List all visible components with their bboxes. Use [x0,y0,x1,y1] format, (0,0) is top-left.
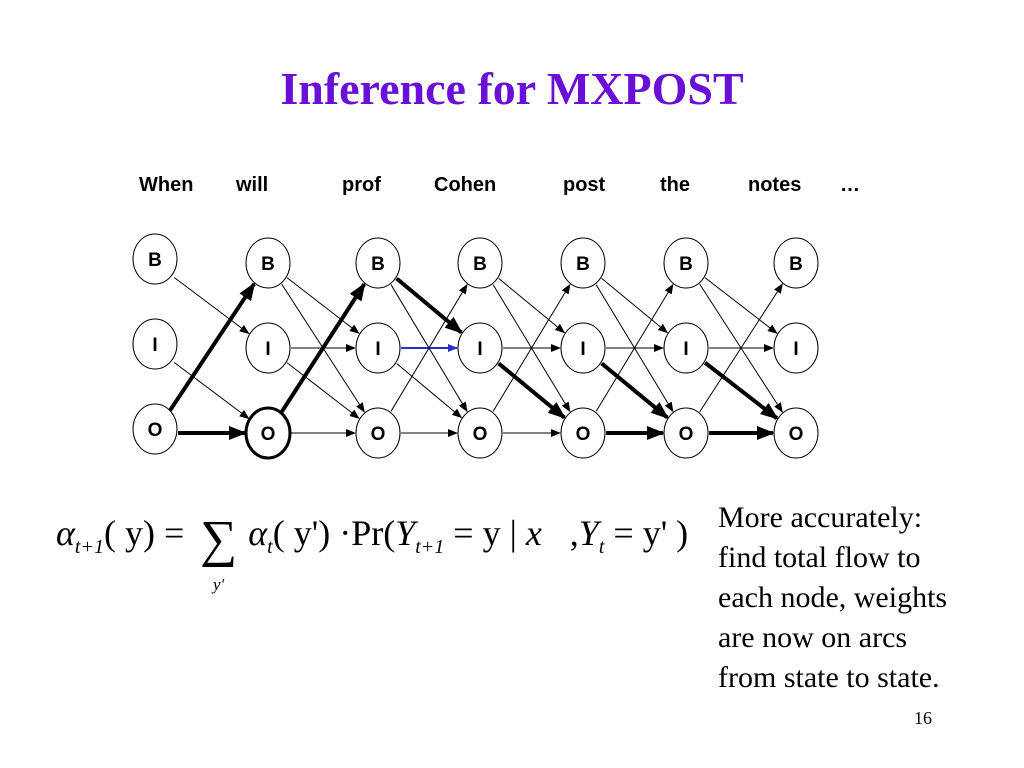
state-label-b-0: B [148,250,162,271]
state-node-i-1 [245,322,291,374]
state-node-i-4 [560,322,606,374]
state-label-o-1: O [261,424,276,445]
state-node-i-0 [132,318,178,370]
transition-arrow-O2-B3 [390,283,468,412]
state-label-b-2: B [371,254,385,275]
state-node-i-6 [773,322,819,374]
note-line: find total flow to [718,541,921,574]
transition-arrow-I2-O3 [396,363,463,419]
state-label-i-3: I [477,339,482,360]
transition-arrow-B0-I1 [173,277,250,335]
transition-arrow-I1-O2 [286,362,360,419]
note-line: from state to state. [718,661,940,694]
state-node-i-3 [457,322,503,374]
state-label-b-3: B [473,254,487,275]
state-label-b-4: B [576,254,590,275]
word-cohen: Cohen [434,174,497,196]
formula-dot: · [339,513,352,553]
state-node-b-5 [663,237,709,289]
formula-y1: Y [395,513,416,553]
transition-arrow-O0-B1 [167,282,256,414]
formula-x-vector: x⃗ [525,513,570,553]
formula-lhs-alpha: α [56,513,75,553]
page-number: 16 [914,708,932,728]
state-node-o-6 [773,407,819,459]
transition-arrow-B3-I4 [498,278,566,334]
word-notes: notes [748,174,802,196]
formula-sum-sub: y' [213,575,225,594]
note-line: are now on arcs [718,621,908,654]
word-when: When [139,174,194,196]
word-prof: prof [342,174,381,196]
state-label-i-0: I [152,335,157,356]
formula-rhs-sub: t [267,536,273,559]
transition-arrow-B5-I6 [704,277,778,334]
state-node-b-3 [457,237,503,289]
state-node-o-0 [132,403,178,455]
formula-rhs-alpha: α [248,513,268,553]
state-node-b-4 [560,237,606,289]
state-node-o-5 [663,407,709,459]
state-node-b-0 [132,233,178,285]
state-node-b-2 [355,237,401,289]
transition-arrow-I5-O6 [703,361,779,420]
forward-formula: αt+1( y) = αt( y') ·Pr(Yt+1 = y | x⃗,Yt … [56,512,688,559]
state-label-o-4: O [576,424,591,445]
word-ellipsis: … [840,174,860,196]
formula-lhs-sub: t+1 [74,536,104,559]
state-label-o-0: O [148,420,163,441]
transition-arrow-B1-I2 [286,277,360,334]
state-node-i-2 [355,322,401,374]
note-line: each node, weights [718,581,948,614]
formula-y1-sub: t+1 [415,536,445,559]
transition-arrow-O3-B4 [492,283,571,412]
word-post: post [563,174,606,196]
state-node-b-1 [245,237,291,289]
trellis-nodes: B I O B I O B I O B I O B I O B I O B I O [132,233,819,460]
slide-title: Inference for MXPOST [280,63,744,114]
formula-pr: Pr( [351,513,396,553]
transition-arrow-B4-I5 [601,278,669,334]
word-will: will [236,174,269,196]
transition-arrow-I0-O1 [173,362,250,420]
formula-eq2: = y | [444,513,517,553]
note-line: More accurately: [718,501,923,534]
formula-y2-sub: t [598,536,605,559]
summation-icon: ∑ [200,511,238,568]
transition-arrow-I4-O5 [600,361,669,420]
state-label-i-6: I [793,339,798,360]
state-label-o-5: O [679,424,694,445]
transition-arrow-O4-B5 [595,283,674,412]
transition-arrow-O5-B6 [699,283,783,413]
state-label-b-5: B [679,254,693,275]
state-label-o-6: O [789,424,804,445]
state-node-o-3 [457,407,503,459]
transition-arrow-O1-B2 [280,282,366,413]
state-label-i-4: I [580,339,585,360]
state-node-o-4 [560,407,606,459]
state-label-i-1: I [265,339,270,360]
formula-y2: Y [578,513,599,553]
state-label-i-5: I [683,339,688,360]
formula-equals: = [163,513,185,553]
state-label-o-3: O [473,424,488,445]
state-node-o-1 [244,406,292,460]
state-node-o-2 [355,407,401,459]
state-label-b-6: B [789,254,803,275]
formula-comma: , [569,513,579,553]
state-label-b-1: B [261,254,275,275]
state-node-b-6 [773,237,819,289]
explanation-note: More accurately: find total flow to each… [718,498,1018,698]
transition-arrow-B2-I3 [395,276,463,335]
trellis-edges [167,276,783,440]
state-node-i-5 [663,322,709,374]
state-label-i-2: I [375,339,380,360]
formula-eq3: = y' ) [604,513,689,553]
formula-rhs-arg: ( y') [272,513,331,553]
formula-lhs-arg: ( y) [103,513,155,553]
state-label-o-2: O [371,424,386,445]
transition-arrow-I3-O4 [497,361,566,420]
word-the: the [660,174,690,196]
